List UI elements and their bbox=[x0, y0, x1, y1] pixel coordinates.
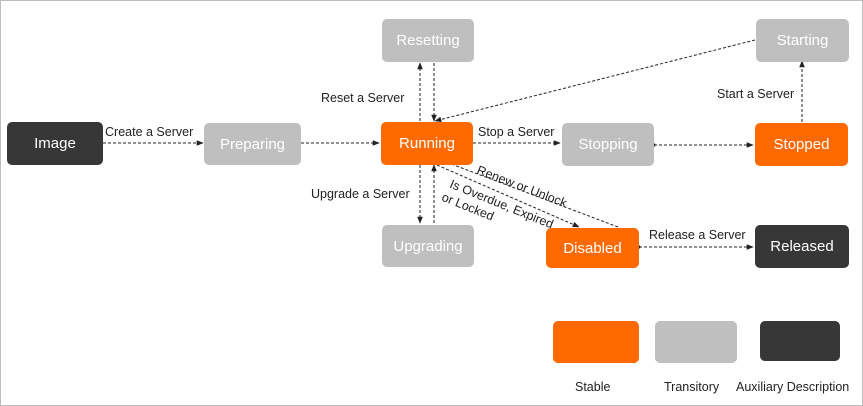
label-upgrade: Upgrade a Server bbox=[311, 187, 410, 201]
node-disabled: Disabled bbox=[546, 228, 639, 268]
edge-starting-running bbox=[434, 39, 756, 123]
legend-label-transitory: Transitory bbox=[664, 380, 720, 394]
node-resetting: Resetting bbox=[382, 19, 474, 62]
label-stop: Stop a Server bbox=[478, 125, 555, 139]
legend-swatch-auxiliary bbox=[760, 321, 840, 361]
legend-label-auxiliary: Auxiliary Description bbox=[736, 380, 850, 394]
node-preparing: Preparing bbox=[204, 123, 301, 165]
node-released: Released bbox=[755, 225, 849, 268]
node-upgrading: Upgrading bbox=[382, 225, 474, 267]
legend-swatch-stable bbox=[553, 321, 639, 363]
node-image: Image bbox=[7, 122, 103, 165]
node-starting: Starting bbox=[756, 19, 849, 62]
edge-overdue bbox=[436, 164, 580, 228]
label-release: Release a Server bbox=[649, 228, 746, 242]
edge-renew bbox=[437, 158, 619, 228]
label-create: Create a Server bbox=[105, 125, 194, 139]
legend-label-stable: Stable bbox=[575, 380, 611, 394]
node-stopping: Stopping bbox=[562, 123, 654, 166]
node-stopped: Stopped bbox=[755, 123, 848, 166]
legend-swatch-transitory bbox=[655, 321, 737, 363]
label-reset: Reset a Server bbox=[321, 91, 405, 105]
node-running: Running bbox=[381, 122, 473, 165]
label-start: Start a Server bbox=[717, 87, 795, 101]
